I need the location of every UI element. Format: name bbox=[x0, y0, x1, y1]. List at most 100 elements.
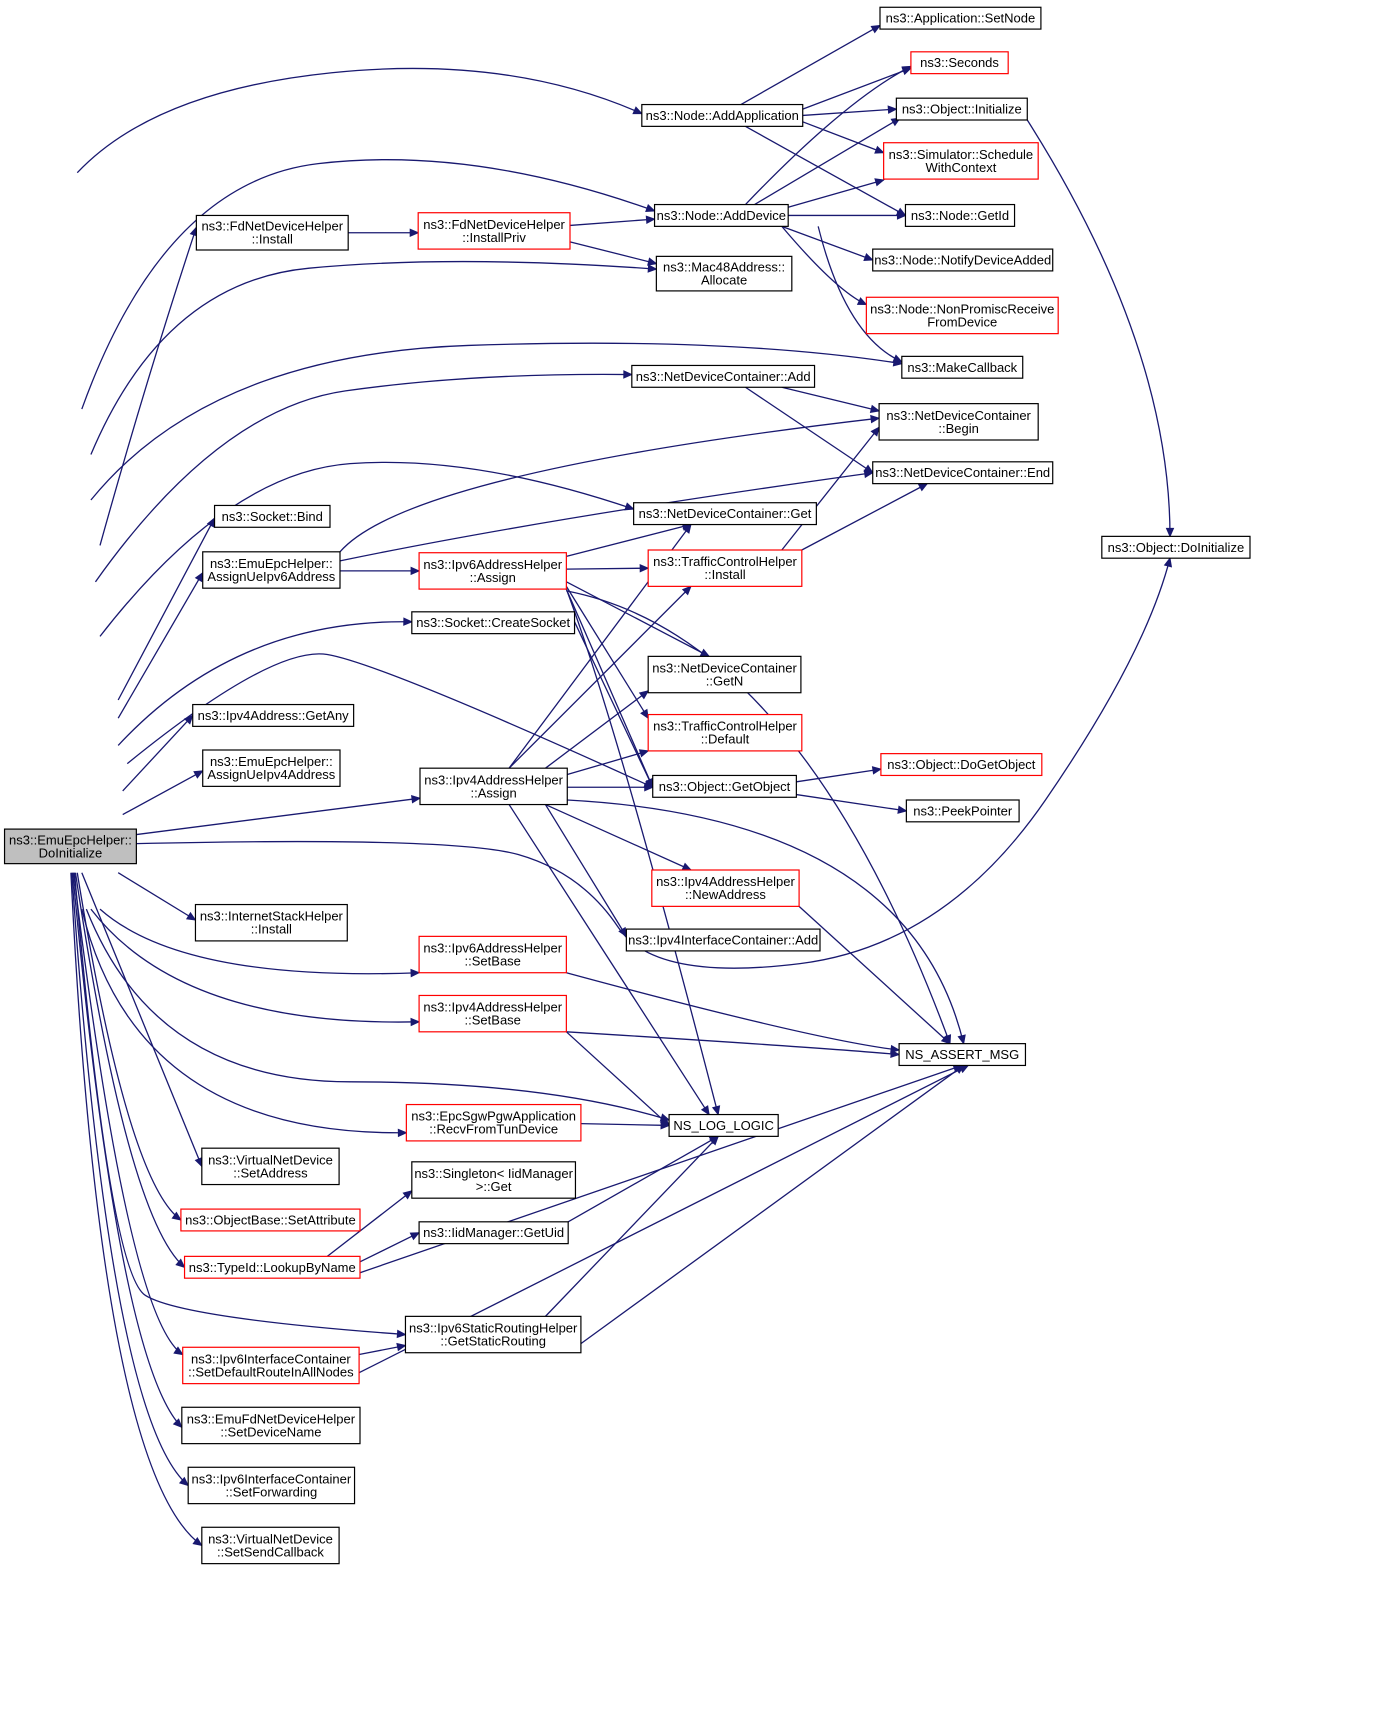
node-getstatic[interactable]: ns3::Ipv6StaticRoutingHelper::GetStaticR… bbox=[404, 1315, 582, 1354]
node-label-line: DoInitialize bbox=[39, 845, 103, 860]
edge-ip6-assign-to-getobject bbox=[565, 588, 654, 788]
arrowhead bbox=[206, 517, 216, 528]
node-assert[interactable]: NS_ASSERT_MSG bbox=[898, 1043, 1027, 1067]
edge-node-adddevice-to-obj-init bbox=[754, 117, 901, 206]
node-app-setnode[interactable]: ns3::Application::SetNode bbox=[879, 6, 1042, 30]
node-fd-installpriv[interactable]: ns3::FdNetDeviceHelper::InstallPriv bbox=[417, 212, 571, 250]
node-box bbox=[631, 364, 816, 388]
arrowhead bbox=[863, 253, 874, 262]
node-notify[interactable]: ns3::Node::NotifyDeviceAdded bbox=[872, 248, 1054, 272]
node-setfwd[interactable]: ns3::Ipv6InterfaceContainer::SetForwardi… bbox=[187, 1466, 356, 1505]
node-box bbox=[418, 994, 567, 1033]
node-singleton[interactable]: ns3::Singleton< IidManager>::Get bbox=[411, 1161, 577, 1199]
node-sock-bind[interactable]: ns3::Socket::Bind bbox=[213, 504, 331, 528]
edge-root-to-obj-doinit bbox=[136, 558, 1171, 969]
node-root[interactable]: ns3::EmuEpcHelper::DoInitialize bbox=[3, 828, 137, 865]
node-label-line: WithContext bbox=[926, 160, 997, 175]
arrowhead bbox=[870, 24, 882, 34]
arrowhead bbox=[397, 1128, 408, 1138]
node-box bbox=[405, 1103, 582, 1142]
edge-root-to-setdevname bbox=[72, 872, 183, 1428]
node-ipv4ic-add[interactable]: ns3::Ipv4InterfaceContainer::Add bbox=[625, 928, 821, 952]
edge-ip4-assign-to-tch-default bbox=[567, 750, 649, 776]
node-node-getid[interactable]: ns3::Node::GetId bbox=[904, 203, 1016, 227]
arrowhead bbox=[171, 1211, 182, 1221]
node-assign4[interactable]: ns3::EmuEpcHelper::AssignUeIpv4Address bbox=[202, 749, 341, 787]
node-label-line: ns3::Ipv4Address::GetAny bbox=[198, 708, 350, 723]
node-mac48[interactable]: ns3::Mac48Address::Allocate bbox=[655, 255, 793, 292]
arrowhead bbox=[917, 483, 929, 492]
node-setsendcb[interactable]: ns3::VirtualNetDevice::SetSendCallback bbox=[201, 1526, 340, 1565]
node-box bbox=[653, 203, 789, 227]
node-ndc-end[interactable]: ns3::NetDeviceContainer::End bbox=[872, 461, 1054, 485]
edge-ip6-assign-to-ndc-getn bbox=[566, 581, 710, 657]
node-node-adddevice[interactable]: ns3::Node::AddDevice bbox=[653, 203, 789, 227]
node-setattr[interactable]: ns3::ObjectBase::SetAttribute bbox=[180, 1208, 361, 1232]
node-label-line: ns3::TrafficControlHelper bbox=[653, 719, 797, 734]
node-box bbox=[201, 1526, 340, 1565]
node-ish-install[interactable]: ns3::InternetStackHelper::Install bbox=[194, 903, 348, 942]
node-setdefroute[interactable]: ns3::Ipv6InterfaceContainer::SetDefaultR… bbox=[182, 1346, 360, 1385]
node-ndc-begin[interactable]: ns3::NetDeviceContainer::Begin bbox=[878, 403, 1039, 441]
node-label-line: ::SetSendCallback bbox=[217, 1544, 324, 1559]
node-label-line: ::GetN bbox=[706, 674, 744, 689]
node-fd-install[interactable]: ns3::FdNetDeviceHelper::Install bbox=[195, 214, 349, 251]
edge-root-to-ip4-setbase bbox=[90, 908, 420, 1023]
edge-node-addapp-to-obj-init bbox=[802, 108, 897, 117]
arrowhead bbox=[892, 354, 903, 363]
edge-root-to-ndc-add bbox=[94, 373, 632, 583]
node-ip4-setbase[interactable]: ns3::Ipv4AddressHelper::SetBase bbox=[418, 994, 567, 1033]
arrowhead bbox=[638, 690, 650, 700]
node-ndc-get[interactable]: ns3::NetDeviceContainer::Get bbox=[633, 502, 817, 526]
node-loglogic[interactable]: NS_LOG_LOGIC bbox=[668, 1113, 779, 1137]
node-box bbox=[647, 549, 803, 587]
node-assign6[interactable]: ns3::EmuEpcHelper::AssignUeIpv6Address bbox=[202, 551, 341, 589]
node-setdevname[interactable]: ns3::EmuFdNetDeviceHelper::SetDeviceName bbox=[181, 1406, 361, 1445]
node-label-line: ns3::InternetStackHelper bbox=[200, 909, 344, 924]
arrowhead bbox=[896, 211, 907, 220]
node-box bbox=[625, 928, 821, 952]
node-obj-init[interactable]: ns3::Object::Initialize bbox=[895, 97, 1028, 121]
node-lookup[interactable]: ns3::TypeId::LookupByName bbox=[183, 1255, 361, 1279]
node-recvtun[interactable]: ns3::EpcSgwPgwApplication::RecvFromTunDe… bbox=[405, 1103, 582, 1142]
node-tch-install[interactable]: ns3::TrafficControlHelper::Install bbox=[647, 549, 803, 587]
edge-fd-installpriv-to-mac48 bbox=[569, 241, 657, 265]
node-ip6-assign[interactable]: ns3::Ipv6AddressHelper::Assign bbox=[418, 552, 567, 590]
node-box bbox=[418, 552, 567, 590]
node-box bbox=[872, 461, 1054, 485]
arrowhead bbox=[874, 178, 885, 187]
node-vnd-setaddr[interactable]: ns3::VirtualNetDevice::SetAddress bbox=[201, 1147, 340, 1186]
node-ndc-getn[interactable]: ns3::NetDeviceContainer::GetN bbox=[647, 655, 802, 694]
edge-root-to-makecb bbox=[90, 342, 902, 501]
node-label-line: >::Get bbox=[476, 1179, 512, 1194]
node-label-line: ::Install bbox=[704, 567, 745, 582]
node-ndc-add[interactable]: ns3::NetDeviceContainer::Add bbox=[631, 364, 816, 388]
node-getuid[interactable]: ns3::IidManager::GetUid bbox=[418, 1221, 569, 1245]
node-ip4-assign[interactable]: ns3::Ipv4AddressHelper::Assign bbox=[419, 767, 568, 806]
node-createsock[interactable]: ns3::Socket::CreateSocket bbox=[411, 611, 576, 635]
node-label-line: ::Install bbox=[251, 922, 292, 937]
node-getobject[interactable]: ns3::Object::GetObject bbox=[652, 774, 797, 798]
node-box bbox=[633, 502, 817, 526]
node-label-line: ::Default bbox=[701, 732, 750, 747]
node-seconds[interactable]: ns3::Seconds bbox=[910, 51, 1009, 75]
arrowhead bbox=[887, 105, 898, 114]
node-dogetobject[interactable]: ns3::Object::DoGetObject bbox=[880, 753, 1043, 777]
node-peekpointer[interactable]: ns3::PeekPointer bbox=[905, 799, 1020, 823]
node-box bbox=[895, 97, 1028, 121]
node-tch-default[interactable]: ns3::TrafficControlHelper::Default bbox=[647, 713, 803, 752]
node-getany[interactable]: ns3::Ipv4Address::GetAny bbox=[192, 703, 355, 727]
node-label-line: ns3::Object::GetObject bbox=[659, 779, 791, 794]
arrowhead bbox=[175, 1258, 186, 1269]
node-label-line: ns3::Ipv6InterfaceContainer bbox=[191, 1351, 351, 1366]
node-ip6-setbase[interactable]: ns3::Ipv6AddressHelper::SetBase bbox=[418, 935, 567, 974]
node-node-addapp[interactable]: ns3::Node::AddApplication bbox=[641, 103, 804, 127]
node-makecb[interactable]: ns3::MakeCallback bbox=[901, 355, 1024, 379]
edge-ip4-setbase-to-assert bbox=[566, 1031, 900, 1056]
node-obj-doinit[interactable]: ns3::Object::DoInitialize bbox=[1101, 535, 1251, 559]
node-newaddress[interactable]: ns3::Ipv4AddressHelper::NewAddress bbox=[651, 869, 800, 907]
edge-root-to-lookup bbox=[74, 872, 185, 1268]
arrowhead bbox=[871, 766, 883, 775]
